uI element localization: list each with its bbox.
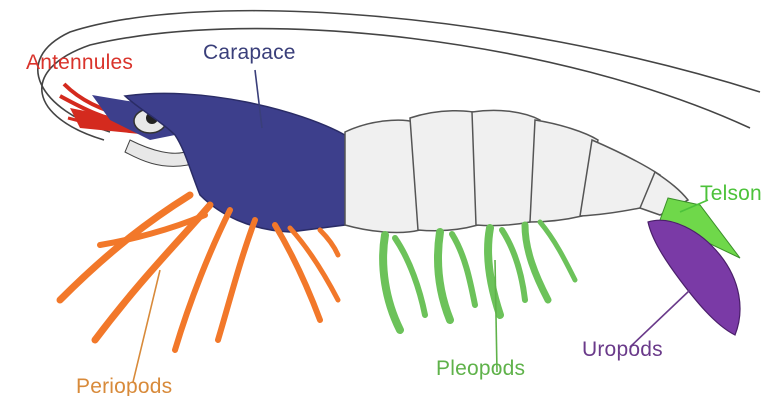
telson-label-text: Telson — [700, 182, 762, 205]
abdomen — [345, 110, 688, 232]
carapace-label-text: Carapace — [203, 41, 296, 64]
antennules-label: Antennules — [26, 52, 133, 73]
pleopods-shape — [383, 222, 575, 330]
antennules-label-text: Antennules — [26, 51, 133, 74]
periopods-label-text: Periopods — [76, 375, 172, 396]
uropods-label: Uropods — [582, 339, 663, 360]
carapace-label: Carapace — [203, 42, 296, 63]
uropods-label-text: Uropods — [582, 338, 663, 361]
telson-label: Telson — [700, 183, 762, 204]
pleopods-label-text: Pleopods — [436, 357, 525, 380]
pleopods-label: Pleopods — [436, 358, 525, 379]
periopods-label: Periopods — [76, 376, 172, 396]
